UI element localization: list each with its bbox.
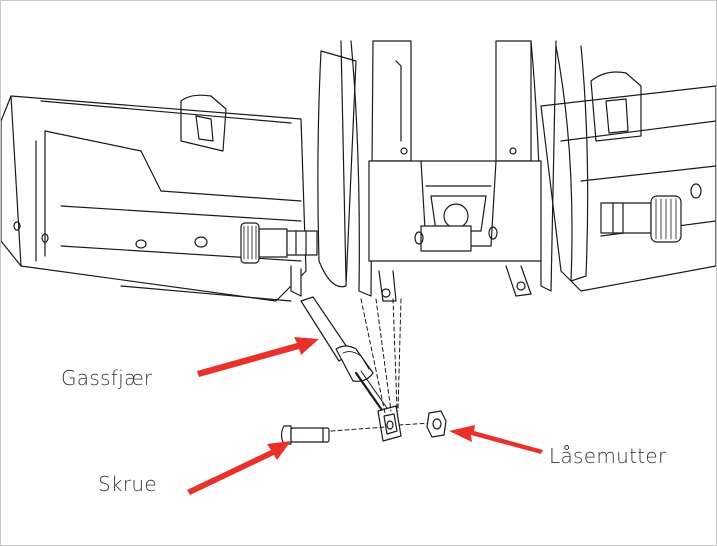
left-housing (1, 94, 307, 302)
right-housing (540, 71, 716, 292)
lock-nut-part (426, 410, 447, 438)
vertical-plates (317, 40, 589, 297)
center-mechanism (368, 160, 542, 262)
lower-links (290, 265, 532, 302)
screw-part (280, 425, 330, 445)
label-lock-nut: Låsemutter (549, 444, 667, 468)
arrow-gas-spring (197, 337, 319, 377)
clevis (377, 405, 402, 442)
callout-arrows (187, 337, 543, 495)
gas-spring (300, 296, 390, 415)
assembly-guides (330, 298, 432, 432)
right-knob (600, 195, 682, 243)
label-screw: Skrue (98, 472, 157, 496)
arrow-lock-nut (449, 425, 543, 454)
label-gas-spring: Gassfjær (61, 366, 153, 390)
left-knob (240, 222, 318, 264)
arrow-screw (187, 441, 291, 495)
